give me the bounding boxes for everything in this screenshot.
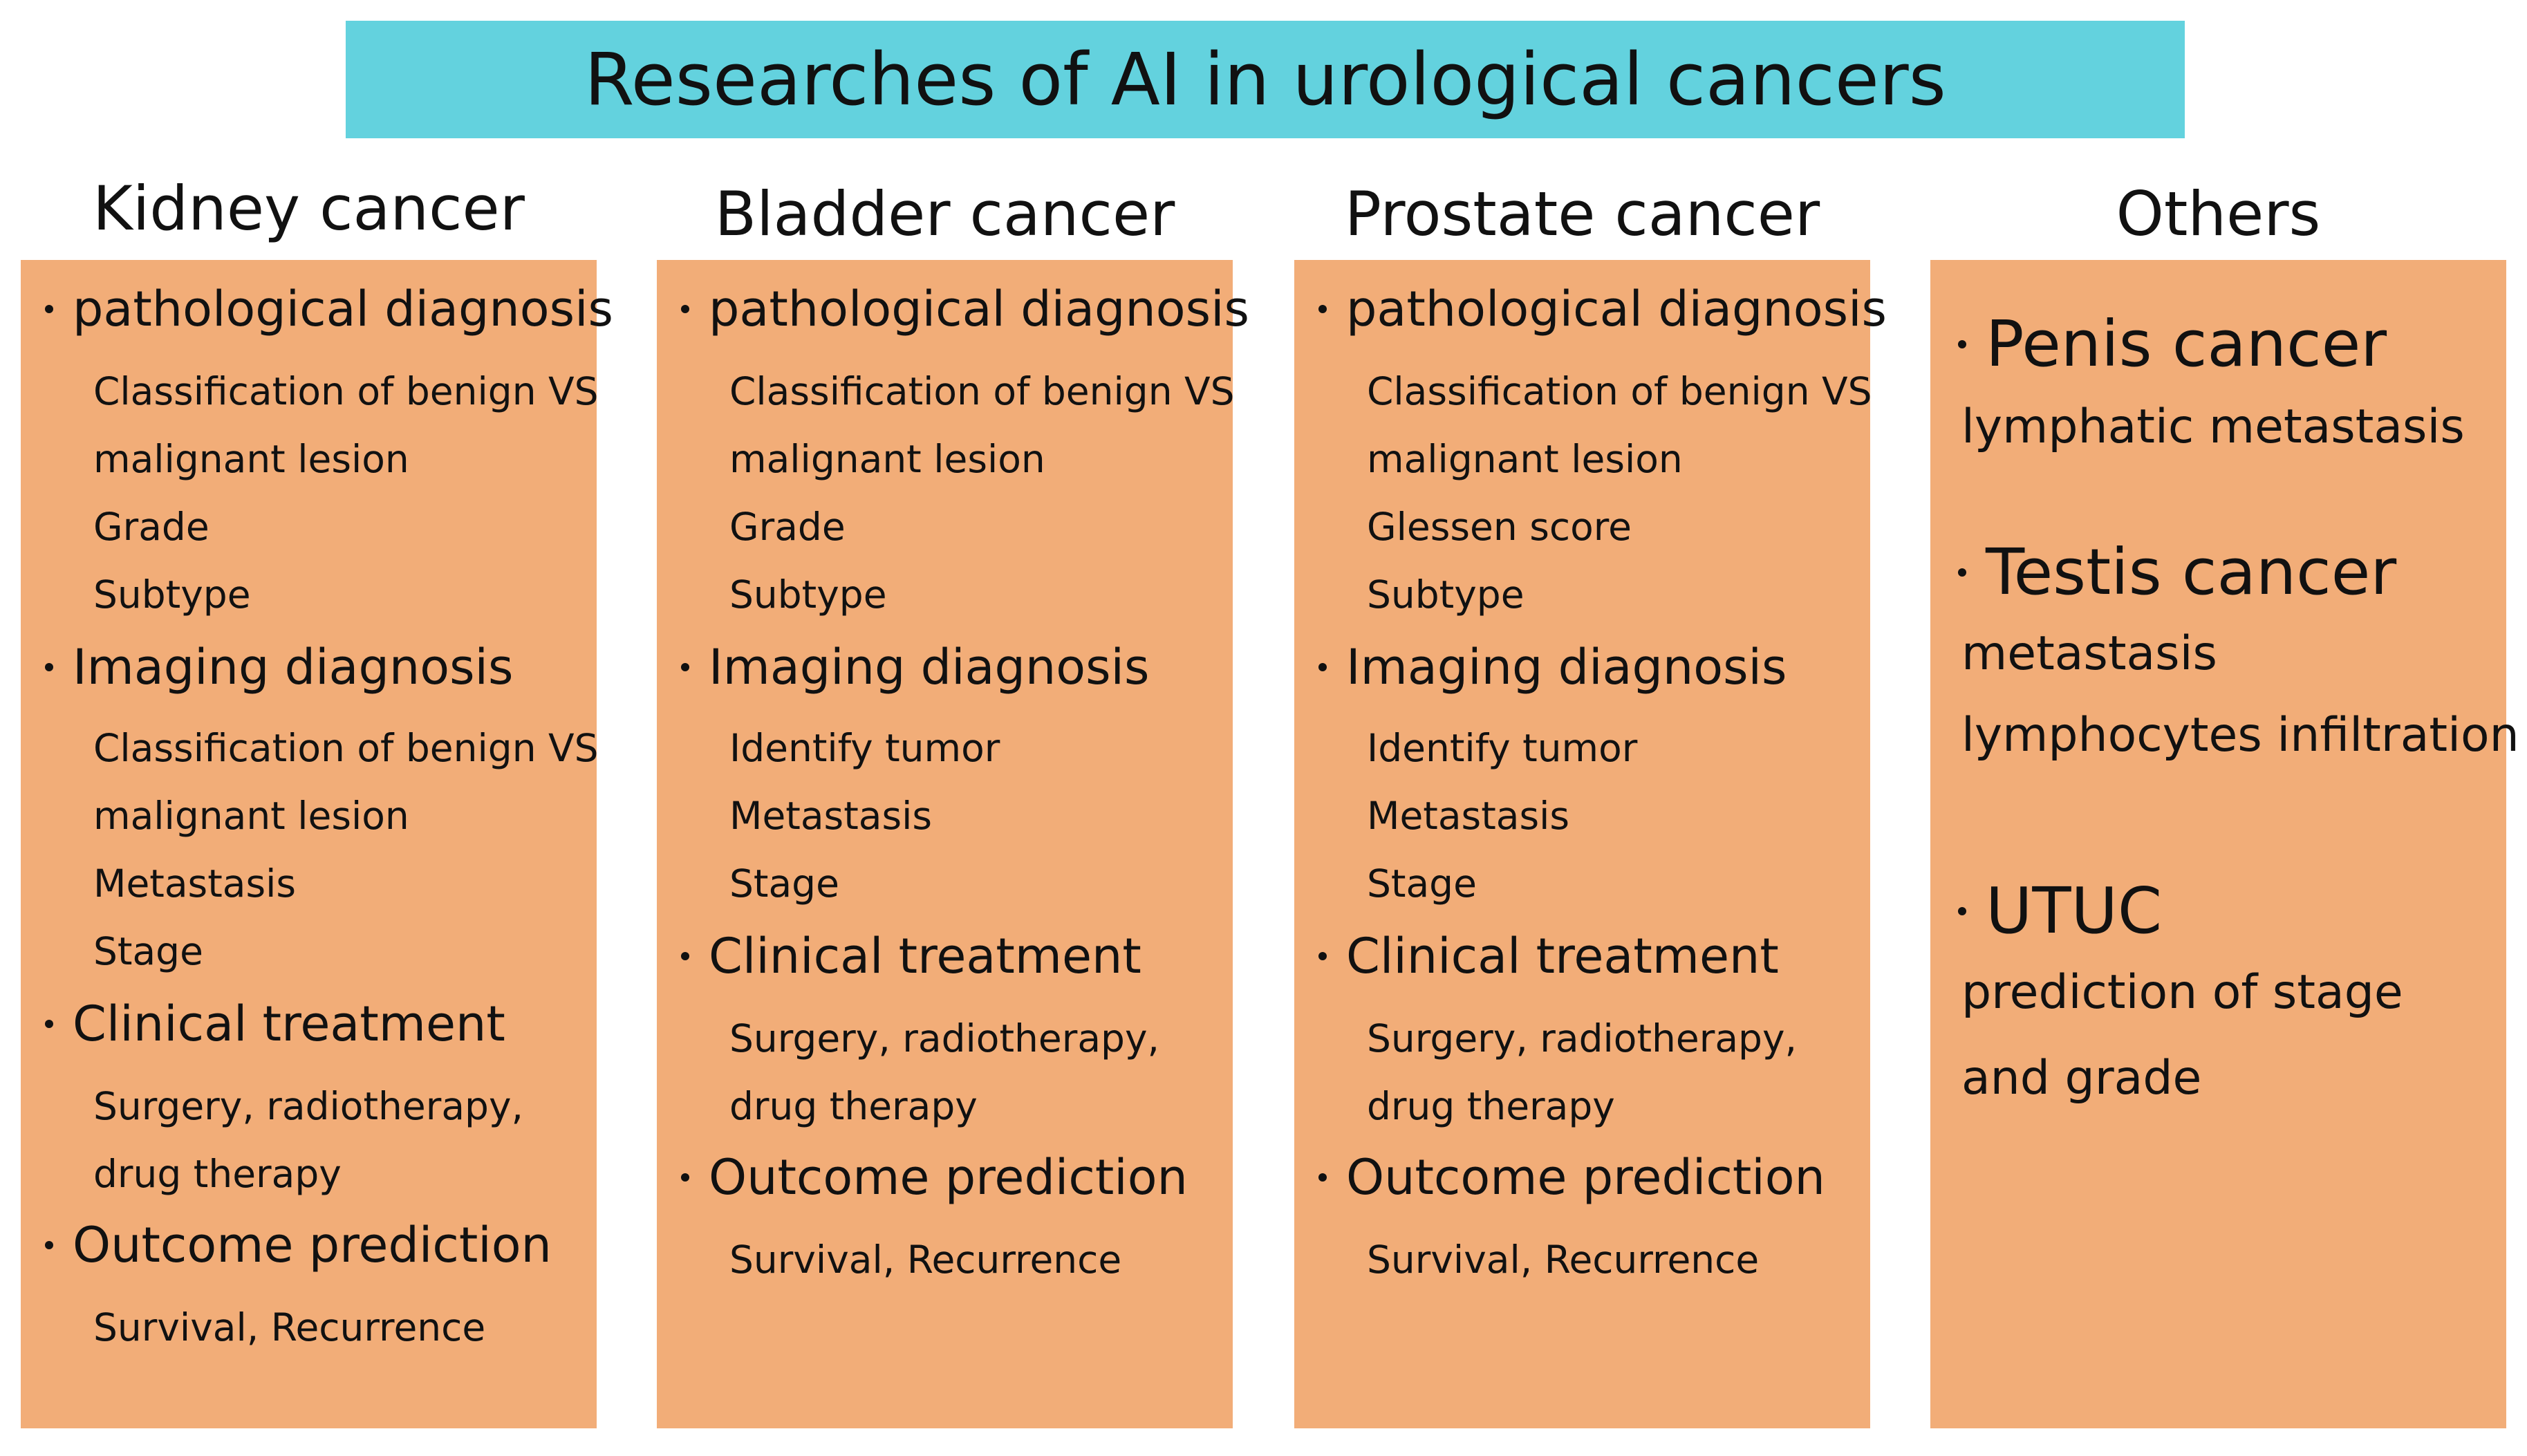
section-item: drug therapy (1367, 1084, 1615, 1128)
bullet-icon (681, 663, 689, 671)
bullet-icon (1958, 339, 1966, 348)
section-item: Metastasis (1367, 794, 1570, 838)
section-item: metastasis (1961, 626, 2217, 681)
bullet-icon (1958, 906, 1966, 915)
section-item: Subtype (93, 572, 251, 617)
section-item: prediction of stage (1961, 965, 2403, 1020)
bullet-icon (681, 952, 689, 960)
section-item: lymphocytes infiltration (1961, 708, 2519, 763)
section-item: Stage (1367, 861, 1477, 906)
bullet-icon (45, 1020, 53, 1028)
column-heading-bladder: Bladder cancer (714, 178, 1175, 250)
section-item: Glessen score (1367, 505, 1632, 549)
bullet-icon (681, 305, 689, 313)
section-heading: pathological diagnosis (1312, 281, 1887, 337)
diagram-title: Researches of AI in urological cancers (584, 37, 1946, 122)
bullet-icon (1318, 952, 1327, 960)
column-box-prostate: pathological diagnosis Classification of… (1294, 260, 1887, 1428)
section-item: malignant lesion (93, 437, 409, 481)
section-item: malignant lesion (729, 437, 1045, 481)
section-item: malignant lesion (1367, 437, 1683, 481)
section-item: Classification of benign VS (93, 369, 599, 413)
section-item: Metastasis (93, 861, 297, 906)
section-item: Stage (93, 929, 203, 973)
section-heading: UTUC (1951, 874, 2162, 948)
bullet-icon (681, 1173, 689, 1182)
bullet-icon (1318, 305, 1327, 313)
section-heading: Outcome prediction (1312, 1149, 1825, 1206)
section-item: lymphatic metastasis (1961, 400, 2465, 454)
column-heading-prostate: Prostate cancer (1344, 178, 1820, 250)
bullet-icon (45, 663, 53, 671)
column-box-others: Penis cancer lymphatic metastasis Testis… (1930, 260, 2519, 1428)
column-heading-kidney: Kidney cancer (93, 173, 525, 244)
section-item: Identify tumor (729, 726, 1000, 770)
bullet-icon (1958, 568, 1966, 577)
section-item: Surgery, radiotherapy, (729, 1016, 1159, 1061)
column-heading-others: Others (2116, 178, 2321, 250)
section-item: Survival, Recurrence (93, 1305, 486, 1350)
section-item: Survival, Recurrence (729, 1238, 1122, 1282)
section-item: Subtype (1367, 572, 1524, 617)
section-heading: Testis cancer (1951, 535, 2396, 609)
section-item: drug therapy (729, 1084, 978, 1128)
bullet-icon (45, 305, 53, 313)
section-heading: Outcome prediction (674, 1149, 1188, 1206)
bullet-icon (1318, 1173, 1327, 1182)
section-item: Identify tumor (1367, 726, 1638, 770)
section-item: Survival, Recurrence (1367, 1238, 1760, 1282)
section-item: Classification of benign VS (729, 369, 1235, 413)
section-heading: Clinical treatment (38, 996, 505, 1052)
section-item: Surgery, radiotherapy, (1367, 1016, 1797, 1061)
section-item: Metastasis (729, 794, 933, 838)
section-item: Subtype (729, 572, 887, 617)
section-heading: Clinical treatment (1312, 928, 1779, 984)
section-heading: pathological diagnosis (38, 281, 613, 337)
section-item: Stage (729, 861, 839, 906)
section-heading: Penis cancer (1951, 307, 2387, 381)
bullet-icon (1318, 663, 1327, 671)
section-item: drug therapy (93, 1152, 342, 1196)
section-item: malignant lesion (93, 794, 409, 838)
section-heading: Imaging diagnosis (1312, 639, 1787, 696)
section-item: Surgery, radiotherapy, (93, 1084, 523, 1128)
column-box-bladder: pathological diagnosis Classification of… (657, 260, 1249, 1428)
title-banner: Researches of AI in urological cancers (346, 21, 2185, 138)
section-item: Grade (729, 505, 846, 549)
section-item: Classification of benign VS (93, 726, 599, 770)
column-box-kidney: pathological diagnosis Classification of… (21, 260, 613, 1428)
section-heading: Outcome prediction (38, 1217, 552, 1273)
section-item: Grade (93, 505, 209, 549)
section-heading: Imaging diagnosis (674, 639, 1149, 696)
section-heading: Imaging diagnosis (38, 639, 513, 696)
section-item: and grade (1961, 1051, 2202, 1105)
section-heading: Clinical treatment (674, 928, 1141, 984)
section-item: Classification of benign VS (1367, 369, 1872, 413)
bullet-icon (45, 1241, 53, 1249)
section-heading: pathological diagnosis (674, 281, 1249, 337)
